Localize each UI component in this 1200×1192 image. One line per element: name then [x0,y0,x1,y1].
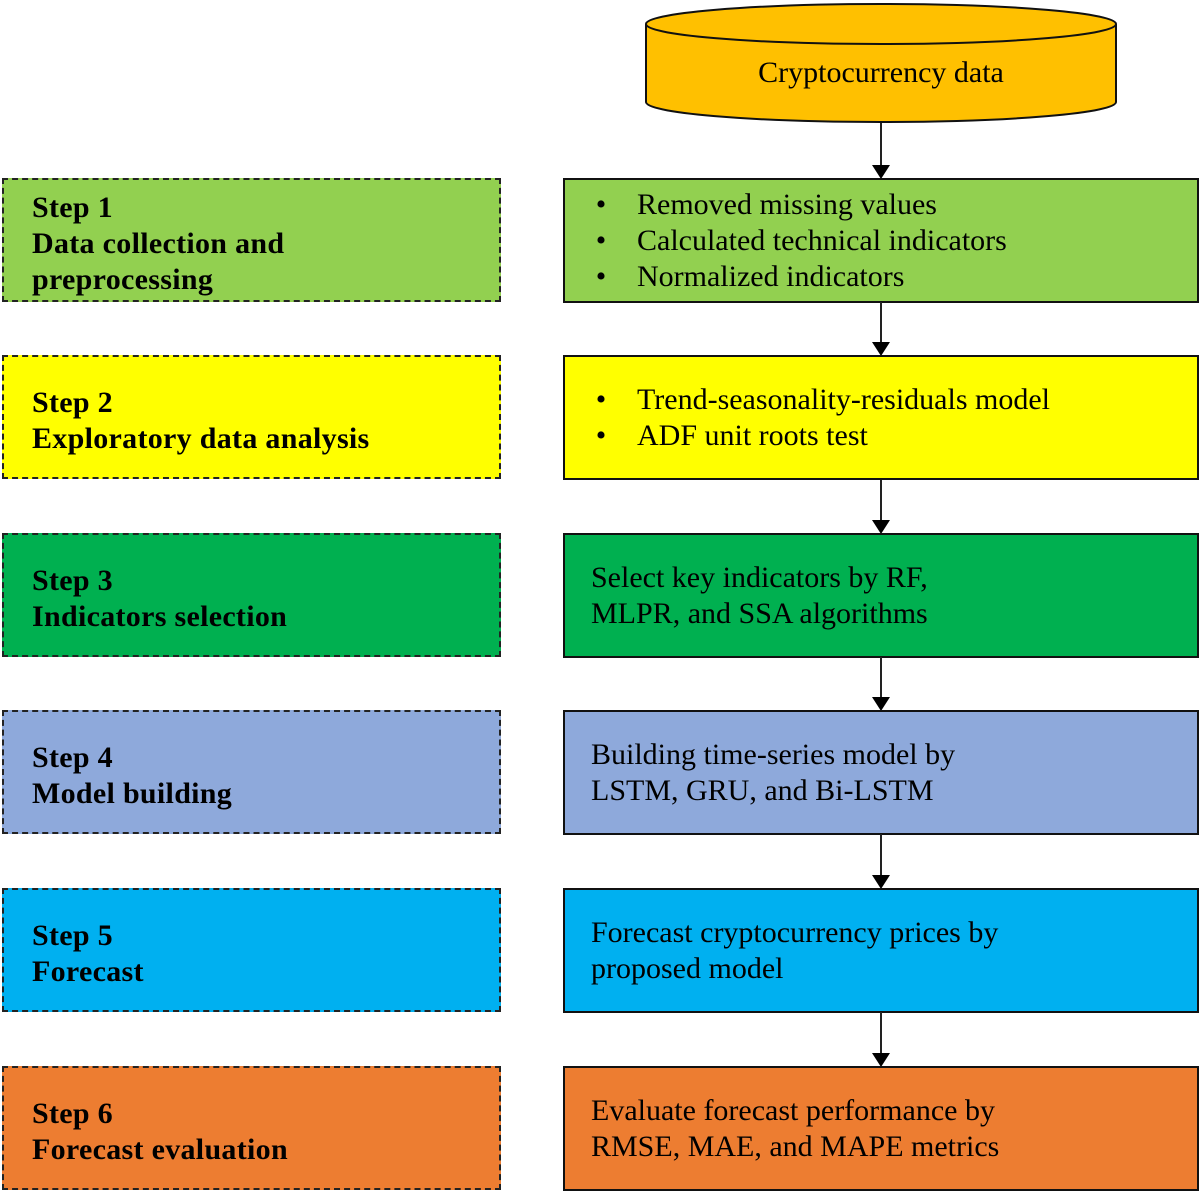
cryptocurrency-data-cylinder: Cryptocurrency data [644,2,1118,124]
step-3-label: Step 3 [32,564,113,597]
cylinder-label: Cryptocurrency data [758,56,1004,89]
arrow-down-icon [872,480,890,534]
step-6-detail-box: Evaluate forecast performance by RMSE, M… [563,1066,1199,1191]
arrow-down-icon [872,302,890,356]
step-1-box: Step 1 Data collection and preprocessing [2,178,501,302]
step-4-label: Step 4 [32,741,113,774]
step-2-detail-box: •Trend-seasonality-residuals model •ADF … [563,355,1199,480]
step-4-box: Step 4 Model building [2,710,501,834]
bullet-icon: • [595,259,607,293]
step-3-detail-box: Select key indicators by RF, MLPR, and S… [563,533,1199,658]
step-2-box: Step 2 Exploratory data analysis [2,355,501,479]
step-2-title-line-1: Exploratory data analysis [32,422,370,455]
list-item: •Removed missing values [591,187,1177,223]
step-4-title-line-1: Model building [32,777,233,810]
step-5-title-line-1: Forecast [32,955,144,988]
step-2-bullet-list: •Trend-seasonality-residuals model •ADF … [591,382,1177,454]
bullet-icon: • [595,382,607,416]
step-5-box: Step 5 Forecast [2,888,501,1012]
step-1-bullet-list: •Removed missing values •Calculated tech… [591,187,1177,295]
list-item: •ADF unit roots test [591,418,1107,454]
step-1-title-line-1: Data collection and [32,227,285,260]
step-6-box: Step 6 Forecast evaluation [2,1066,501,1190]
step-2-label: Step 2 [32,386,113,419]
arrow-down-icon [872,834,890,889]
arrow-down-icon [872,1012,890,1067]
arrow-down-icon [872,657,890,711]
list-item: •Calculated technical indicators [591,223,1177,259]
bullet-icon: • [595,418,607,452]
step-3-title-line-1: Indicators selection [32,600,288,633]
step-1-detail-box: •Removed missing values •Calculated tech… [563,178,1199,303]
database-cylinder-icon [645,3,1117,123]
step-5-detail-line-1: Forecast cryptocurrency prices by [591,915,999,949]
step-4-detail-line-1: Building time-series model by [591,737,956,771]
bullet-icon: • [595,223,607,257]
step-3-detail-line-2: MLPR, and SSA algorithms [591,596,928,630]
step-5-label: Step 5 [32,919,113,952]
step-1-label: Step 1 [32,191,113,224]
list-item: •Normalized indicators [591,259,1177,295]
step-5-detail-line-2: proposed model [591,951,784,985]
step-3-detail-line-1: Select key indicators by RF, [591,560,928,594]
step-1-title-line-2: preprocessing [32,263,214,296]
bullet-icon: • [595,187,607,221]
step-3-box: Step 3 Indicators selection [2,533,501,657]
step-6-detail-line-1: Evaluate forecast performance by [591,1093,995,1127]
step-5-detail-box: Forecast cryptocurrency prices by propos… [563,888,1199,1013]
step-6-detail-line-2: RMSE, MAE, and MAPE metrics [591,1129,1000,1163]
step-4-detail-box: Building time-series model by LSTM, GRU,… [563,710,1199,835]
arrow-down-icon [872,123,890,179]
list-item: •Trend-seasonality-residuals model [591,382,1107,418]
step-4-detail-line-2: LSTM, GRU, and Bi-LSTM [591,773,934,807]
step-6-label: Step 6 [32,1097,113,1130]
step-6-title-line-1: Forecast evaluation [32,1133,288,1166]
